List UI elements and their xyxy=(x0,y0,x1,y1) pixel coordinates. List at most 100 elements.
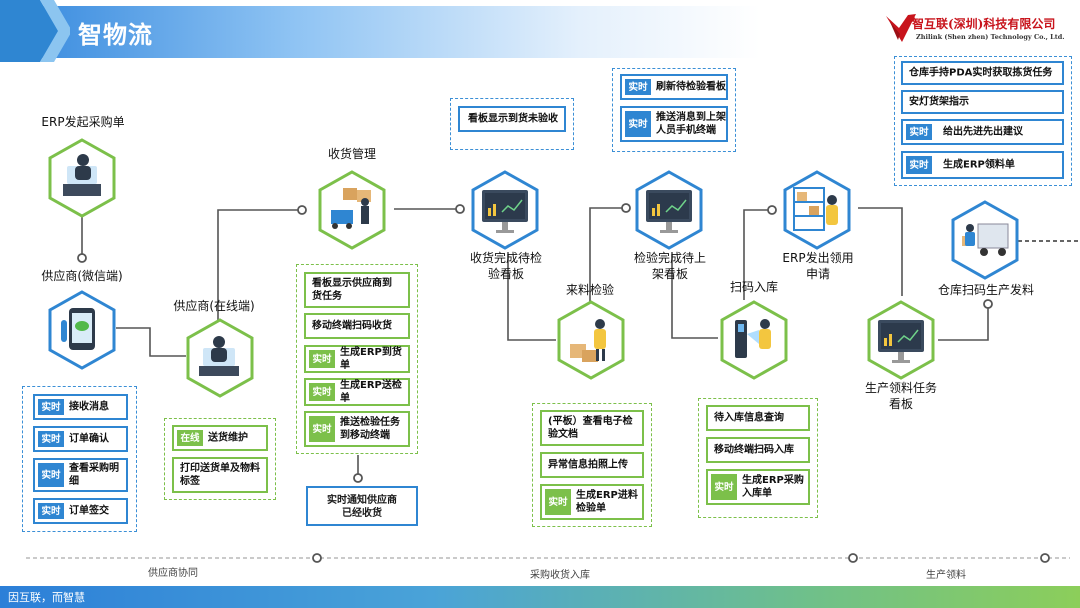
list-item[interactable]: 实时 接收消息 xyxy=(33,394,128,420)
timeline-label-production: 生产领料 xyxy=(926,570,966,581)
realtime-tag: 实时 xyxy=(906,156,932,174)
erp-requisition-node[interactable] xyxy=(782,170,852,250)
item-text: 异常信息拍照上传 xyxy=(548,459,628,471)
list-item[interactable]: 实时 推送消息到上架人员手机终端 xyxy=(620,106,728,142)
footer-slogan: 因互联，而智慧 xyxy=(8,591,85,604)
prod-task-board-label-line1: 生产领料任务 xyxy=(864,381,937,395)
list-item[interactable]: 在线 送货维护 xyxy=(172,425,268,451)
item-text: 安灯货架指示 xyxy=(909,96,969,108)
page-title: 智物流 xyxy=(78,21,153,49)
receiving-label: 收货管理 xyxy=(327,147,376,161)
item-text: 生成ERP送检单 xyxy=(340,380,402,404)
list-item[interactable]: 移动终端扫码入库 xyxy=(706,437,810,463)
receipt-board-node[interactable] xyxy=(470,170,540,250)
list-item[interactable]: 实时 生成ERP进料检验单 xyxy=(540,484,644,520)
item-text: 入库单 xyxy=(742,488,772,499)
list-item[interactable]: 实时 生成ERP到货单 xyxy=(304,345,410,373)
dashboard-screen-icon xyxy=(635,170,703,250)
inspector-boxes-icon xyxy=(557,300,625,380)
receiving-notify-box[interactable]: 实时通知供应商 已经收货 xyxy=(306,486,418,526)
realtime-tag: 实时 xyxy=(545,489,571,515)
warehouse-panel xyxy=(894,56,1072,186)
inspected-board-node[interactable] xyxy=(634,170,704,250)
prod-task-board-node[interactable] xyxy=(866,300,936,380)
list-item[interactable]: (平板）查看电子检验文档 xyxy=(540,410,644,446)
office-worker-icon xyxy=(186,318,254,398)
list-item[interactable]: 实时 生成ERP采购入库单 xyxy=(706,469,810,505)
item-text: 打印送货单及物料 xyxy=(180,463,260,474)
item-text: 生成ERP领料单 xyxy=(943,159,1015,171)
inspection-node[interactable] xyxy=(556,300,626,380)
delivery-truck-icon xyxy=(951,200,1019,280)
list-item[interactable]: 实时 生成ERP送检单 xyxy=(304,378,410,406)
mobile-wechat-icon xyxy=(48,290,116,370)
realtime-tag: 实时 xyxy=(38,503,64,519)
erp-requisition-label: ERP发出领用 申请 xyxy=(772,250,864,282)
list-item[interactable]: 实时 查看采购明细 xyxy=(33,458,128,492)
item-text: 送货维护 xyxy=(208,432,248,444)
list-item[interactable]: 看板显示供应商到货任务 xyxy=(304,272,410,308)
supplier-wechat-panel xyxy=(22,386,137,532)
list-item[interactable]: 看板显示到货未验收 xyxy=(458,106,566,132)
warehouse-issue-node[interactable] xyxy=(950,200,1020,280)
realtime-tag: 实时 xyxy=(38,463,64,487)
realtime-tag: 实时 xyxy=(38,431,64,447)
item-text: 生成ERP进料 xyxy=(576,490,638,501)
scan-in-node[interactable] xyxy=(719,300,789,380)
receipt-board-label-line1: 收货完成待检 xyxy=(469,251,542,265)
item-text: 到移动终端 xyxy=(340,430,390,441)
realtime-tag: 实时 xyxy=(309,383,335,401)
item-text: 细 xyxy=(69,476,79,487)
company-logo: 智互联(深圳)科技有限公司 Zhilink (Shen zhen) Techno… xyxy=(886,12,1066,48)
list-item[interactable]: 仓库手持PDA实时获取拣货任务 xyxy=(901,61,1064,85)
item-text: 查看采购明 xyxy=(69,463,119,474)
logo-cn-text: 智互联(深圳)科技有限公司 xyxy=(912,17,1056,31)
list-item[interactable]: 实时 生成ERP领料单 xyxy=(901,151,1064,179)
list-item[interactable]: 安灯货架指示 xyxy=(901,90,1064,114)
inspected-board-label-line2: 架看板 xyxy=(651,267,688,281)
erp-requisition-label-line1: ERP发出领用 xyxy=(782,251,854,265)
inspected-board-label-line1: 检验完成待上 xyxy=(633,251,706,265)
list-item[interactable]: 异常信息拍照上传 xyxy=(540,452,644,478)
list-item[interactable]: 实时 订单签交 xyxy=(33,498,128,524)
list-item[interactable]: 实时 订单确认 xyxy=(33,426,128,452)
list-item[interactable]: 实时 给出先进先出建议 xyxy=(901,119,1064,145)
inspection-label: 来料检验 xyxy=(565,283,614,297)
header-gradient xyxy=(40,6,760,58)
realtime-tag: 实时 xyxy=(625,79,651,95)
item-text: 接收消息 xyxy=(69,401,109,413)
forklift-boxes-icon xyxy=(318,170,386,250)
item-text: 移动终端扫码收货 xyxy=(312,320,392,332)
receipt-board-panel xyxy=(450,98,574,150)
supplier-online-label: 供应商(在线端) xyxy=(173,299,255,313)
erp-po-node[interactable] xyxy=(47,138,117,218)
item-text: 生成ERP采购 xyxy=(742,475,804,486)
item-text: 人员手机终端 xyxy=(656,125,716,136)
realtime-tag: 实时 xyxy=(38,399,64,415)
realtime-tag: 实时 xyxy=(309,416,335,442)
item-text: (平板）查看电子检 xyxy=(548,416,633,427)
inspected-board-panel xyxy=(612,68,736,152)
list-item[interactable]: 实时 推送检验任务到移动终端 xyxy=(304,411,410,447)
item-text: 检验单 xyxy=(576,503,606,514)
item-text: 刷新待检验看板 xyxy=(656,81,726,93)
receiving-node[interactable] xyxy=(317,170,387,250)
list-item[interactable]: 待入库信息查询 xyxy=(706,405,810,431)
warehouse-issue-label: 仓库扫码生产发料 xyxy=(937,283,1034,297)
supplier-wechat-node[interactable] xyxy=(47,290,117,370)
item-text: 标签 xyxy=(180,476,200,487)
item-text: 货任务 xyxy=(312,291,342,302)
realtime-tag: 实时 xyxy=(625,111,651,137)
warehouse-shelf-icon xyxy=(783,170,851,250)
list-item[interactable]: 打印送货单及物料标签 xyxy=(172,457,268,493)
supplier-wechat-label: 供应商(微信端) xyxy=(41,269,123,283)
supplier-online-node[interactable] xyxy=(185,318,255,398)
realtime-tag: 实时 xyxy=(711,474,737,500)
list-item[interactable]: 移动终端扫码收货 xyxy=(304,313,410,339)
receipt-board-label-line2: 验看板 xyxy=(487,267,524,281)
logo-en-text: Zhilink (Shen zhen) Technology Co., Ltd. xyxy=(916,33,1065,41)
item-text: 生成ERP到货单 xyxy=(340,347,402,371)
list-item[interactable]: 实时 刷新待检验看板 xyxy=(620,74,728,100)
realtime-tag: 实时 xyxy=(309,350,335,368)
scan-in-panel xyxy=(698,398,818,518)
